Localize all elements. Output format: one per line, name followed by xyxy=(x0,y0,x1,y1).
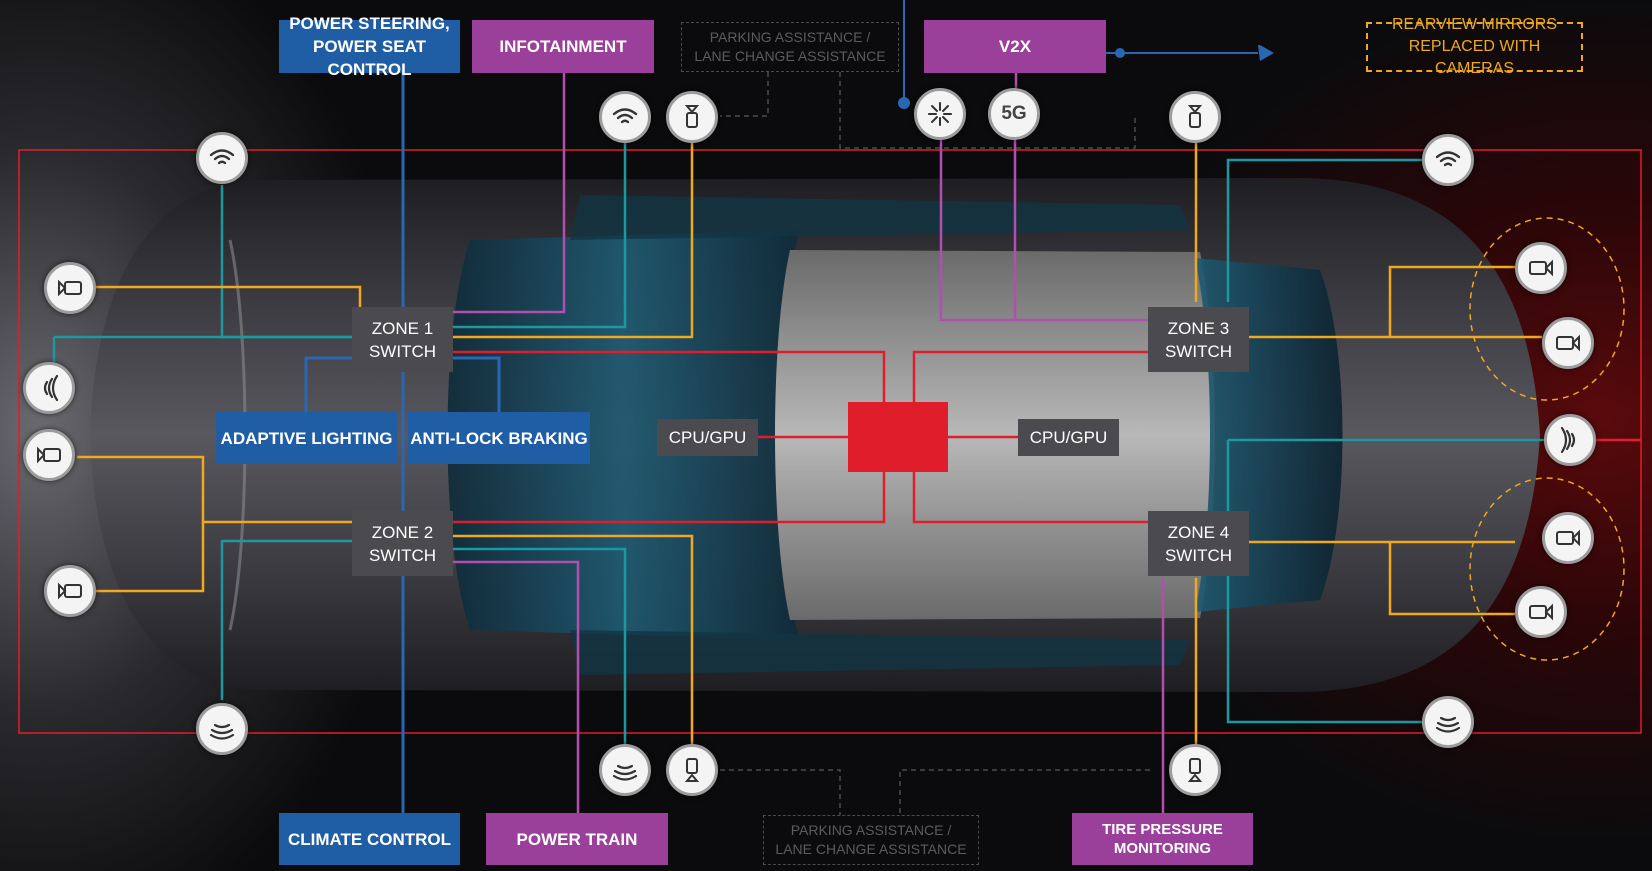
camera-icon xyxy=(1529,603,1553,621)
camera-icon xyxy=(1529,259,1553,277)
zone-4-switch: ZONE 4 SWITCH xyxy=(1148,511,1249,576)
zone-1-switch: ZONE 1 SWITCH xyxy=(352,307,453,372)
zone-2-switch: ZONE 2 SWITCH xyxy=(352,511,453,576)
lidar-node xyxy=(914,88,966,140)
power-steering-seat-control-box: POWER STEERING, POWER SEAT CONTROL xyxy=(279,14,460,79)
parking-assistance-bottom-box: PARKING ASSISTANCE / LANE CHANGE ASSISTA… xyxy=(763,815,979,865)
side-glass-bottom xyxy=(570,630,1190,675)
windshield xyxy=(447,230,800,640)
adaptive-lighting-box: ADAPTIVE LIGHTING xyxy=(216,412,397,464)
tire-pressure-label: TIRE PRESSURE MONITORING xyxy=(1102,821,1223,857)
cpu-gpu-right: CPU/GPU xyxy=(1018,419,1119,456)
v2x-label: V2X xyxy=(998,37,1032,56)
sensor-icon xyxy=(1187,105,1203,128)
v2x-arrow-head xyxy=(1258,45,1274,61)
ultrasonic-node xyxy=(1422,696,1474,748)
wifi-node xyxy=(196,132,248,184)
side-glass-top xyxy=(570,195,1190,240)
sensor-icon xyxy=(684,758,700,782)
infotainment-label: INFOTAINMENT xyxy=(499,37,627,56)
wifi-icon xyxy=(1435,151,1461,167)
sensor-icon xyxy=(1187,758,1203,782)
mirror-camera-node xyxy=(1515,242,1567,294)
camera-icon xyxy=(1556,529,1580,547)
5g-node: 5G xyxy=(988,88,1040,140)
zone-3-switch: ZONE 3 SWITCH xyxy=(1148,307,1249,372)
anti-lock-label: ANTI-LOCK BRAKING xyxy=(410,428,588,448)
cpu-left-label: CPU/GPU xyxy=(668,428,747,447)
roof xyxy=(775,250,1215,620)
ultrasonic-icon xyxy=(612,764,638,781)
sensor-node xyxy=(1169,91,1221,143)
radar-node xyxy=(23,362,75,414)
parking-bottom-label: PARKING ASSISTANCE / LANE CHANGE ASSISTA… xyxy=(775,822,967,857)
mirror-cameras-top-group xyxy=(1469,217,1625,401)
tire-pressure-monitoring-box: TIRE PRESSURE MONITORING xyxy=(1072,813,1253,865)
anti-lock-braking-box: ANTI-LOCK BRAKING xyxy=(408,412,590,464)
camera-node xyxy=(44,262,96,314)
mirror-camera-node xyxy=(1542,512,1594,564)
wifi-icon xyxy=(209,149,235,165)
sensor-node xyxy=(666,91,718,143)
camera-node xyxy=(44,565,96,617)
climate-control-box: CLIMATE CONTROL xyxy=(279,813,460,865)
ultrasonic-icon xyxy=(209,723,235,740)
camera-icon xyxy=(58,582,82,600)
power-steering-label: POWER STEERING, POWER SEAT CONTROL xyxy=(289,14,450,79)
rearview-label: REARVIEW MIRRORS REPLACED WITH CAMERAS xyxy=(1391,16,1558,77)
zone-2-label: ZONE 2 SWITCH xyxy=(368,522,437,565)
radar-icon xyxy=(43,374,59,402)
radar-icon xyxy=(1560,426,1576,454)
power-train-box: POWER TRAIN xyxy=(486,813,668,865)
zone-1-label: ZONE 1 SWITCH xyxy=(368,318,437,361)
camera-icon xyxy=(37,446,61,464)
camera-icon xyxy=(1556,334,1580,352)
5g-icon: 5G xyxy=(1001,103,1027,124)
adaptive-lighting-label: ADAPTIVE LIGHTING xyxy=(220,428,393,448)
parking-top-label: PARKING ASSISTANCE / LANE CHANGE ASSISTA… xyxy=(694,29,886,64)
camera-icon xyxy=(58,279,82,297)
mirror-cameras-bottom-group xyxy=(1469,477,1625,661)
cpu-gpu-left: CPU/GPU xyxy=(657,419,758,456)
sensor-node xyxy=(666,744,718,796)
sensor-icon xyxy=(684,105,700,128)
infotainment-box: INFOTAINMENT xyxy=(472,20,654,73)
ultrasonic-node xyxy=(196,703,248,755)
power-train-label: POWER TRAIN xyxy=(516,829,638,849)
cpu-right-label: CPU/GPU xyxy=(1029,428,1108,447)
parking-assistance-top-box: PARKING ASSISTANCE / LANE CHANGE ASSISTA… xyxy=(681,22,899,72)
mirror-camera-node xyxy=(1515,586,1567,638)
zone-3-label: ZONE 3 SWITCH xyxy=(1164,318,1233,361)
climate-label: CLIMATE CONTROL xyxy=(287,829,452,849)
zone-4-label: ZONE 4 SWITCH xyxy=(1164,522,1233,565)
wifi-icon xyxy=(612,108,638,124)
ultrasonic-node xyxy=(599,744,651,796)
mirror-camera-node xyxy=(1542,317,1594,369)
v2x-box: V2X xyxy=(924,20,1106,73)
sensor-node xyxy=(1169,744,1221,796)
zone-boundary xyxy=(18,149,1642,734)
camera-node xyxy=(23,429,75,481)
wifi-node xyxy=(1422,134,1474,186)
ultrasonic-icon xyxy=(1435,716,1461,733)
radar-node xyxy=(1544,414,1596,466)
lidar-icon xyxy=(928,102,952,126)
rearview-mirrors-note: REARVIEW MIRRORS REPLACED WITH CAMERAS xyxy=(1366,16,1583,77)
wifi-node xyxy=(599,91,651,143)
central-compute-unit xyxy=(848,402,948,472)
